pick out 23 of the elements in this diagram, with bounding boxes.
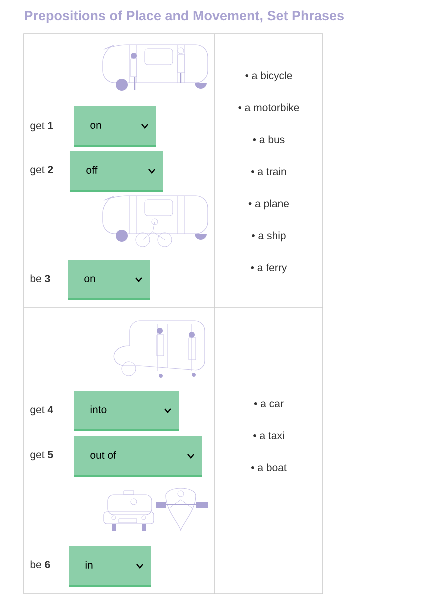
title: Prepositions of Place and Movement, Set Phrases <box>25 10 344 24</box>
list-item: • a ferry <box>251 264 288 274</box>
prompt-text: get 1 <box>30 122 54 132</box>
list-item: • a boat <box>252 464 287 472</box>
dropdown: on <box>74 106 156 147</box>
list-item: • a taxi <box>254 432 284 440</box>
dropdown: on <box>68 260 150 300</box>
prompt-text: get 5 <box>30 451 54 461</box>
list-item: • a motorbike <box>238 104 300 112</box>
list-item: • a car <box>254 402 284 408</box>
prompt-text: get 2 <box>30 166 54 176</box>
list-item: • a plane <box>248 200 290 210</box>
dropdown: into <box>74 391 179 431</box>
dropdown: off <box>70 151 163 192</box>
prompt-text: be 6 <box>30 560 50 568</box>
prompt-text: get 4 <box>30 406 54 416</box>
list-item: • a bus <box>253 136 285 144</box>
list-item: • a bicycle <box>246 72 292 82</box>
list-item: • a train <box>252 168 286 176</box>
prompt-text: be 3 <box>30 274 50 283</box>
dropdown: out of <box>74 436 202 477</box>
dropdown: in <box>69 546 151 587</box>
list-item: • a ship <box>252 232 286 242</box>
